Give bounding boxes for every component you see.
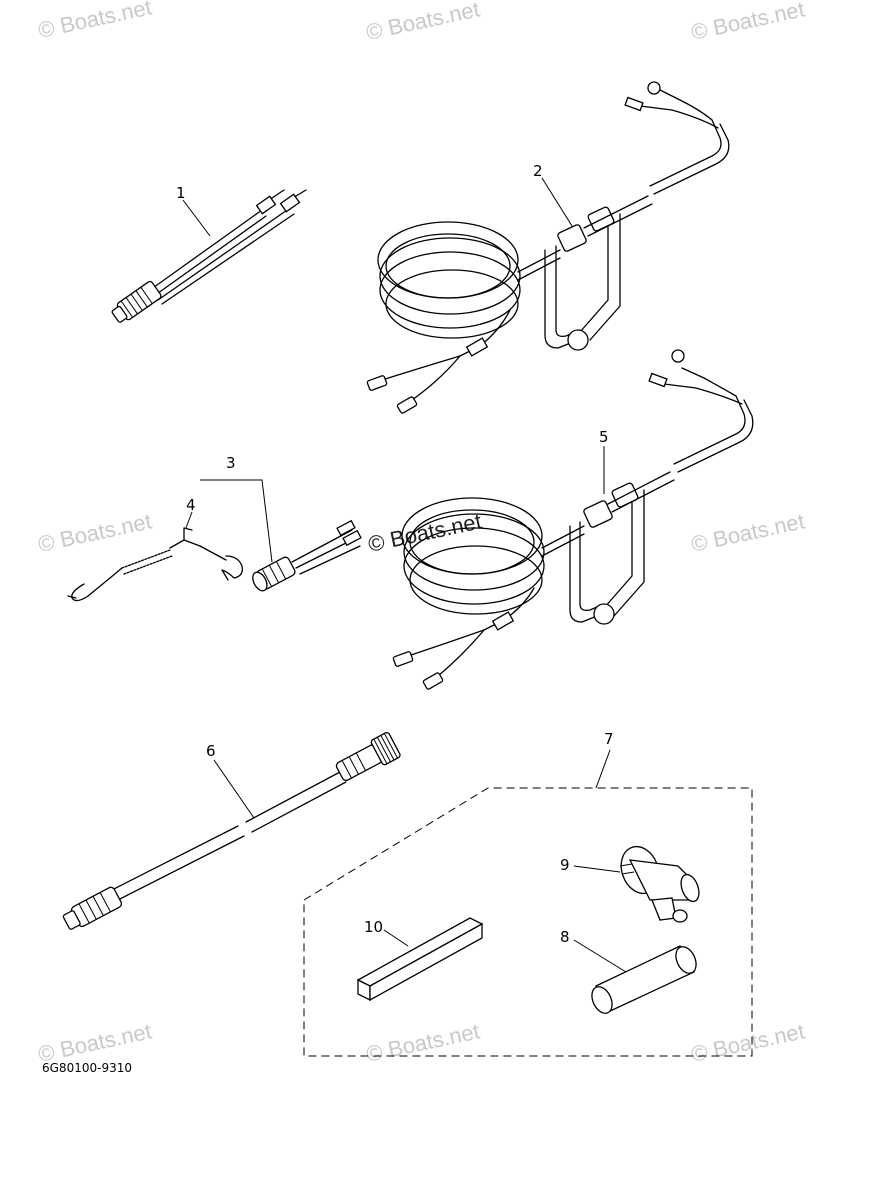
watermarks: © Boats.net © Boats.net © Boats.net © Bo… [36,0,807,1067]
watermark: © Boats.net [36,1018,154,1066]
part-1-connector-lead-icon[interactable]: 1 [110,184,307,325]
watermark: © Boats.net [689,1018,807,1066]
callout-9: 9 [560,856,570,874]
part-6-extension-cable-icon[interactable]: 6 [61,731,401,933]
diagram-code: 6G80100-9310 [42,1061,132,1075]
part-9-valve-icon[interactable]: 9 [560,841,702,923]
watermark: © Boats.net [364,1018,482,1066]
watermark: © Boats.net [689,0,807,45]
watermark: © Boats.net [36,0,154,43]
callout-10: 10 [364,918,383,936]
part-8-tube-icon[interactable]: 8 [560,928,700,1016]
watermark: © Boats.net [364,0,482,45]
callout-4: 4 [186,496,196,514]
callout-7: 7 [604,730,614,748]
callout-6: 6 [206,742,216,760]
part-2-coiled-harness-icon[interactable]: 2 [366,81,730,414]
callout-2: 2 [533,162,543,180]
callout-8: 8 [560,928,570,946]
callout-1: 1 [176,184,186,202]
part-7-kit-outline[interactable]: 7 [303,730,753,1057]
callout-3: 3 [226,454,236,472]
watermark: © Boats.net [689,508,807,556]
part-4-lanyard-clip-icon[interactable]: 4 [67,496,243,602]
part-5-coiled-harness-icon[interactable]: 5 [392,349,754,690]
callout-5: 5 [599,428,609,446]
part-10-bar-icon[interactable]: 10 [356,917,484,1002]
part-3-switch-connector-icon[interactable]: 3 [200,454,362,593]
watermark: © Boats.net [36,508,154,556]
watermark: © Boats.net [366,508,484,556]
